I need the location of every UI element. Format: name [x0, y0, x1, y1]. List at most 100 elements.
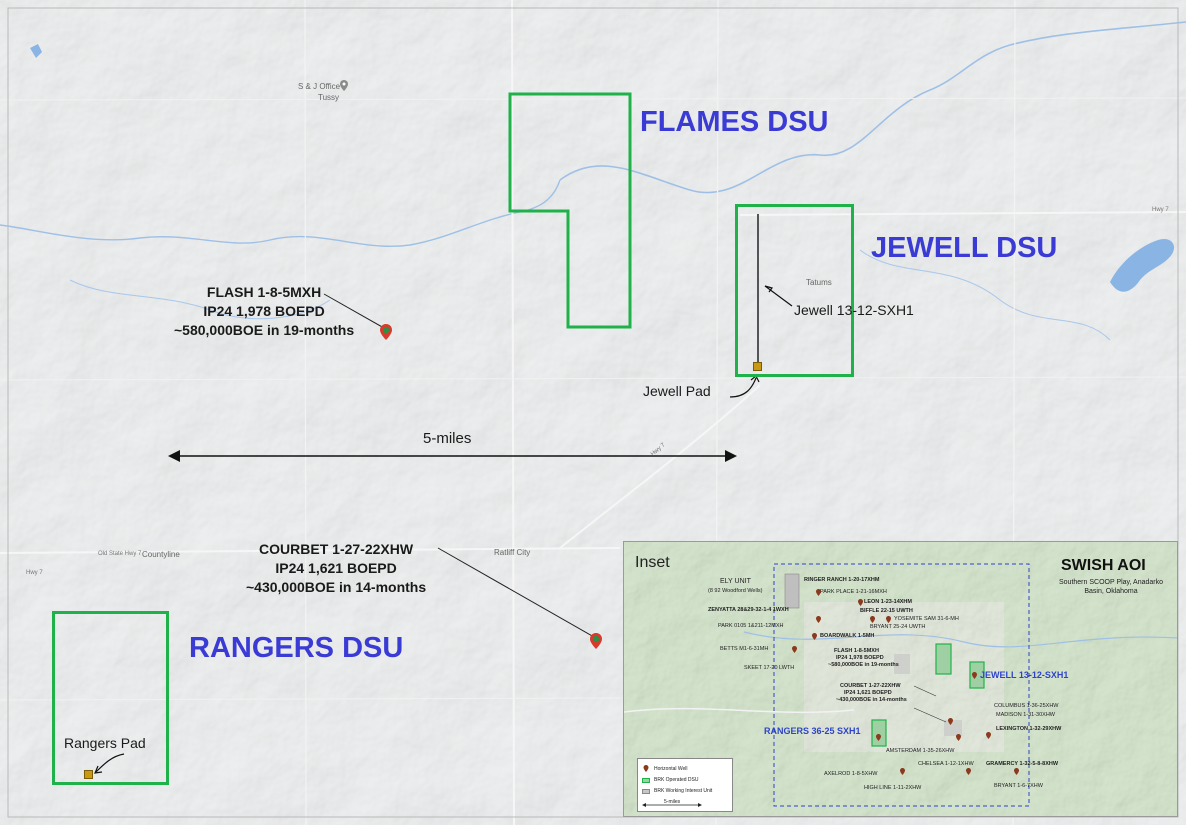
inset-label-betts: BETTS M1-6-31MH: [720, 646, 769, 652]
countyline-label: Countyline: [142, 550, 180, 559]
inset-well-pin[interactable]: [858, 599, 863, 606]
office-pin-icon[interactable]: [340, 80, 348, 91]
legend-wi-label: BRK Working Interest Unit: [654, 788, 713, 794]
inset-well-pin[interactable]: [812, 633, 817, 640]
inset-well-pin[interactable]: [816, 616, 821, 623]
office-label: S & J Office: [298, 82, 341, 91]
jewell-lateral-label: Jewell 13-12-SXH1: [794, 302, 914, 318]
legend-scale-bar: [642, 803, 702, 807]
inset-label-axelrod: AXELROD 1-8-5XHW: [824, 771, 878, 777]
ratliff-label: Ratliff City: [494, 548, 531, 557]
rangers-pad-marker[interactable]: [84, 770, 93, 779]
road-h4: [0, 697, 621, 701]
flash-callout-line: [323, 293, 385, 329]
legend-scale-label: 5-miles: [664, 799, 681, 805]
inset-label-flash-3: ~580,000BOE in 19-months: [828, 662, 899, 668]
legend-wi-swatch-icon: [642, 788, 650, 794]
jewell-pad-arrow: [729, 377, 757, 398]
inset-label-lexington: LEXINGTON 1-32-29XHW: [996, 726, 1062, 732]
courbet-well-name: COURBET 1-27-22XHW: [259, 541, 414, 557]
creek-1: [69, 279, 331, 320]
jewell-pad-label: Jewell Pad: [643, 383, 711, 399]
hwy7-east-label: Hwy 7: [1152, 207, 1169, 213]
inset-well-pin[interactable]: [948, 718, 953, 725]
inset-map[interactable]: Inset SWISH AOI Southern SCOOP Play, Ana…: [623, 541, 1178, 817]
inset-label-yosemite: YOSEMITE SAM 31-6-MH: [894, 616, 959, 622]
inset-label-ely-sub: (8 92 Woodford Wells): [708, 588, 763, 594]
inset-well-pin[interactable]: [900, 768, 905, 775]
flames-dsu-label: FLAMES DSU: [640, 106, 829, 138]
inset-well-pin[interactable]: [876, 734, 881, 741]
jewell-lateral-arrow: [764, 285, 793, 307]
inset-label-boardwalk: BOARDWALK 1-5MH: [820, 633, 875, 639]
inset-label-park0105: PARK 0105 1&211-12MXH: [718, 623, 784, 629]
courbet-callout-line: [437, 547, 595, 638]
courbet-well-annotation: COURBET 1-27-22XHW IP24 1,621 BOEPD ~430…: [246, 540, 426, 597]
rangers-dsu-boundary[interactable]: [52, 611, 169, 785]
lake-east: [1110, 238, 1175, 292]
inset-label-flash-1: FLASH 1-8-5MXH: [834, 648, 879, 654]
road-hwy7-east: [739, 211, 1186, 216]
road-vertical-2: [304, 0, 307, 825]
inset-well-pin[interactable]: [966, 768, 971, 775]
inset-well-pin[interactable]: [972, 672, 977, 679]
flash-well-name: FLASH 1-8-5MXH: [206, 284, 322, 300]
inset-label-leon: LEON 1-23-14XHM: [864, 599, 912, 605]
inset-well-pin[interactable]: [816, 589, 821, 596]
inset-label-flash-2: IP24 1,978 BOEPD: [836, 655, 884, 661]
flash-well-ip24: IP24 1,978 BOEPD: [203, 303, 325, 319]
inset-well-pin[interactable]: [792, 646, 797, 653]
legend-dsu-row: BRK Operated DSU: [642, 777, 698, 783]
inset-label-zenyatta: ZENYATTA 28&29-32-1-4 1WXH: [708, 607, 789, 613]
inset-label-columbus: COLUMBUS 1-36-25XHW: [994, 703, 1059, 709]
flash-well-pin[interactable]: [380, 324, 392, 340]
flash-well-cum: ~580,000BOE in 19-months: [174, 322, 355, 338]
inset-well-pin[interactable]: [886, 616, 891, 623]
inset-label-gramercy: GRAMERCY 1-32-5-8-8XHW: [986, 761, 1059, 767]
inset-jewell-dsu: [969, 661, 985, 689]
inset-aoi-title: SWISH AOI: [1061, 557, 1146, 574]
legend-well-label: Horizontal Well: [654, 765, 688, 772]
rangers-pad-label: Rangers Pad: [64, 735, 146, 751]
legend-wi-row: BRK Working Interest Unit: [642, 788, 712, 794]
scale-label: 5-miles: [423, 430, 472, 447]
inset-label-courbet-3: ~430,000BOE in 14-months: [836, 697, 907, 703]
road-vertical-1: [511, 0, 515, 825]
courbet-well-cum: ~430,000BOE in 14-months: [246, 579, 427, 595]
inset-well-pin[interactable]: [1014, 768, 1019, 775]
inset-flames-dsu: [935, 643, 952, 675]
jewell-dsu-boundary[interactable]: [735, 204, 854, 377]
inset-label-amsterdam: AMSTERDAM 1-35-26XHW: [886, 748, 955, 754]
inset-label-rangers: RANGERS 36-25 SXH1: [764, 726, 861, 736]
inset-label-skeet: SKEET 17-20 LWTH: [744, 665, 795, 671]
inset-rangers-dsu: [871, 719, 887, 747]
inset-legend: Horizontal Well BRK Operated DSU BRK Wor…: [637, 758, 733, 812]
hwy7-west-label: Hwy 7: [26, 570, 43, 576]
inset-label-ely: ELY UNIT: [720, 578, 751, 585]
legend-dsu-label: BRK Operated DSU: [654, 777, 699, 783]
inset-aoi-subtitle: Southern SCOOP Play, Anadarko Basin, Okl…: [1058, 579, 1164, 595]
legend-dsu-swatch-icon: [642, 777, 650, 783]
inset-label-biffle: BIFFLE 22-15 UWTH: [860, 608, 913, 614]
rangers-pad-arrow: [95, 753, 125, 773]
tatums-label: Tatums: [806, 278, 832, 287]
inset-well-pin[interactable]: [870, 616, 875, 623]
creek-2: [859, 249, 1111, 341]
legend-well-pin-icon: [643, 765, 649, 772]
flash-well-annotation: FLASH 1-8-5MXH IP24 1,978 BOEPD ~580,000…: [174, 283, 354, 340]
road-countyline: [0, 547, 621, 554]
inset-well-pin[interactable]: [956, 734, 961, 741]
rangers-dsu-label: RANGERS DSU: [189, 632, 404, 664]
river-north: [559, 21, 1186, 194]
road-hwy7-diag: [559, 384, 761, 549]
courbet-well-pin[interactable]: [590, 633, 602, 649]
inset-ely-unit: [784, 573, 800, 609]
jewell-pad-marker[interactable]: [753, 362, 762, 371]
flames-dsu-boundary[interactable]: [506, 90, 634, 330]
legend-well-row: Horizontal Well: [642, 765, 688, 772]
inset-label-highline: HIGH LINE 1-11-2XHW: [864, 785, 922, 791]
inset-well-pin[interactable]: [986, 732, 991, 739]
old-state-hwy-label: Old State Hwy 7: [98, 551, 142, 557]
